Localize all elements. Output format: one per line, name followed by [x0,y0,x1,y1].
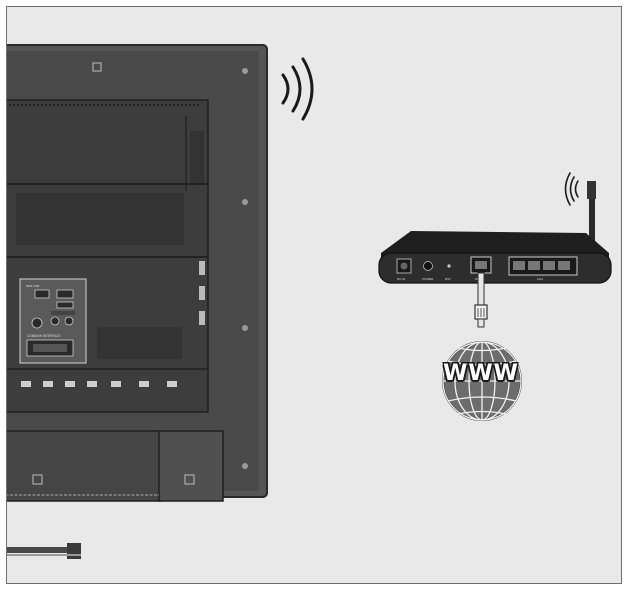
lan-ports [508,256,578,276]
router-wifi-waves-icon [564,172,579,206]
tv-stand-base [7,430,224,502]
upper-vent [16,193,184,245]
globe-label: WWW [443,361,519,386]
diagram-frame: COMMON INTERFACE MINI USB [6,6,622,584]
label-lan: LAN [537,277,543,281]
tv-stand-foot [7,543,81,559]
internet-globe-icon [442,341,522,421]
tv-rear: COMMON INTERFACE MINI USB [7,44,268,559]
lower-vent [97,327,182,359]
side-buttons [21,381,177,387]
wireless-router: DC-IN POWER RST WAN LAN [378,172,612,284]
ethernet-cable [474,272,488,328]
wan-port [470,256,492,274]
port-caption: MINI USB [26,284,39,288]
panel-label: COMMON INTERFACE [27,334,61,338]
connector-panel: COMMON INTERFACE MINI USB [19,278,87,364]
tv-wifi-waves-icon [281,57,314,121]
label-power: POWER [422,277,434,281]
label-dc-in: DC-IN [397,277,405,281]
label-reset: RST [445,277,451,281]
